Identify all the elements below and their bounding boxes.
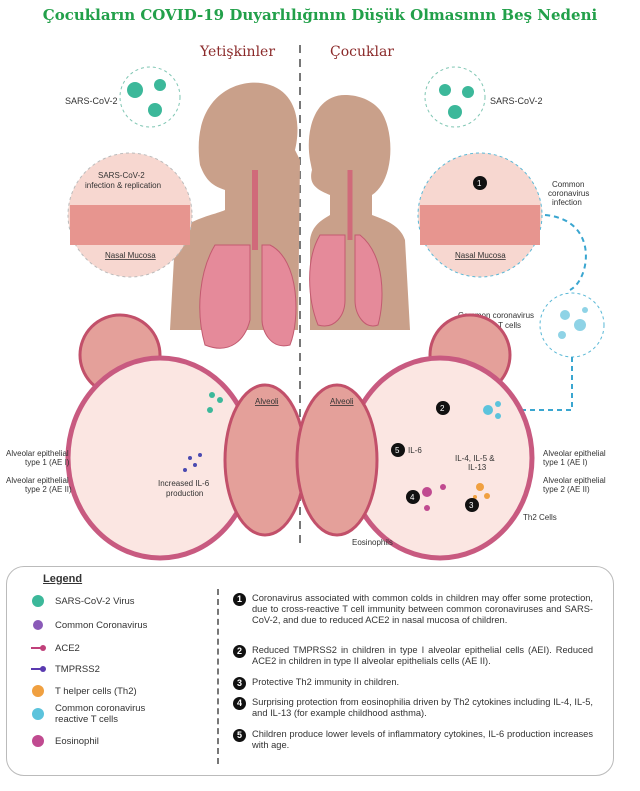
svg-text:type 2 (AE II): type 2 (AE II) bbox=[543, 485, 590, 494]
legend-title: Legend bbox=[43, 573, 83, 585]
svg-text:IL-6: IL-6 bbox=[408, 446, 422, 455]
legend-item: Eosinophil bbox=[29, 733, 209, 749]
svg-text:coronavirus: coronavirus bbox=[548, 189, 589, 198]
legend-item: SARS-CoV-2 Virus bbox=[29, 593, 209, 609]
legend-item: T helper cells (Th2) bbox=[29, 683, 209, 699]
legend-item: TMPRSS2 bbox=[29, 661, 209, 677]
tmprss2-receptor-icon bbox=[31, 666, 46, 672]
svg-text:infection & replication: infection & replication bbox=[85, 181, 161, 190]
svg-text:4: 4 bbox=[410, 493, 415, 502]
legend-divider bbox=[217, 589, 219, 764]
tcell-cluster bbox=[539, 292, 605, 358]
svg-text:IL-4, IL-5 &: IL-4, IL-5 & bbox=[455, 454, 495, 463]
svg-text:Alveolar epithelial: Alveolar epithelial bbox=[6, 449, 69, 458]
legend-item: Common coronavirus reactive T cells bbox=[29, 703, 209, 725]
svg-text:2: 2 bbox=[440, 404, 445, 413]
sars-label-right: SARS-CoV-2 bbox=[490, 96, 543, 106]
arrow-to-tcells bbox=[544, 214, 587, 291]
svg-text:Alveoli: Alveoli bbox=[255, 397, 279, 406]
svg-text:Nasal Mucosa: Nasal Mucosa bbox=[105, 251, 156, 260]
svg-text:1: 1 bbox=[477, 179, 482, 188]
svg-text:3: 3 bbox=[469, 501, 474, 510]
svg-text:SARS-CoV-2: SARS-CoV-2 bbox=[98, 171, 145, 180]
svg-text:5: 5 bbox=[395, 446, 400, 455]
nasal-mucosa-left: SARS-CoV-2 infection & replication Nasal… bbox=[67, 152, 193, 278]
svg-text:Increased IL-6: Increased IL-6 bbox=[158, 479, 210, 488]
reactive-tcells-label: Common coronavirus bbox=[458, 311, 534, 320]
adult-lungs bbox=[199, 244, 297, 349]
th2-cell-icon bbox=[32, 685, 44, 697]
virus-green-icon bbox=[127, 79, 166, 117]
th2-label: Th2 Cells bbox=[523, 513, 557, 522]
legend-panel: Legend SARS-CoV-2 Virus Common Coronavir… bbox=[6, 566, 614, 776]
child-lungs bbox=[309, 234, 383, 327]
svg-text:type 2 (AE II): type 2 (AE II) bbox=[25, 485, 72, 494]
svg-text:type 1 (AE I): type 1 (AE I) bbox=[25, 458, 70, 467]
alveolus-right: Alveoli 2 5 IL-6 IL-4, IL-5 & IL-13 3 4 bbox=[295, 313, 535, 561]
svg-text:Alveolar epithelial: Alveolar epithelial bbox=[543, 476, 606, 485]
svg-text:IL-13: IL-13 bbox=[468, 463, 487, 472]
page-title: Çocukların COVID-19 Duyarlılığının Düşük… bbox=[42, 6, 598, 24]
svg-text:production: production bbox=[166, 489, 203, 498]
virus-purple-icon bbox=[33, 620, 43, 630]
virus-green-icon bbox=[32, 595, 44, 607]
diagram: SARS-CoV-2 SARS-CoV-2 SARS-CoV-2 infecti… bbox=[6, 45, 606, 561]
virus-cluster-left bbox=[119, 66, 181, 128]
svg-text:Alveoli: Alveoli bbox=[330, 397, 354, 406]
adults-heading: Yetişkinler bbox=[200, 44, 276, 60]
eosinophil-icon bbox=[32, 735, 44, 747]
t-cell-icon bbox=[32, 708, 44, 720]
virus-green-icon bbox=[439, 84, 474, 119]
legend-item: ACE2 bbox=[29, 640, 209, 656]
svg-text:infection: infection bbox=[552, 198, 582, 207]
svg-text:type 1 (AE I): type 1 (AE I) bbox=[543, 458, 588, 467]
sars-label-left: SARS-CoV-2 bbox=[65, 96, 118, 106]
t-cell-icon bbox=[558, 307, 588, 339]
legend-item: Common Coronavirus bbox=[29, 617, 209, 633]
svg-text:Alveolar epithelial: Alveolar epithelial bbox=[543, 449, 606, 458]
svg-text:Nasal Mucosa: Nasal Mucosa bbox=[455, 251, 506, 260]
nasal-mucosa-right: 1 Nasal Mucosa bbox=[417, 152, 543, 278]
alveolus-left: Alveoli Increased IL-6 production bbox=[65, 313, 307, 561]
eosinophils-label: Eosinophils bbox=[352, 538, 393, 547]
virus-cluster-right bbox=[424, 66, 486, 128]
children-heading: Çocuklar bbox=[330, 44, 394, 60]
ace2-receptor-icon bbox=[31, 645, 46, 651]
common-infection-label: Common bbox=[552, 180, 584, 189]
svg-text:Alveolar epithelial: Alveolar epithelial bbox=[6, 476, 69, 485]
